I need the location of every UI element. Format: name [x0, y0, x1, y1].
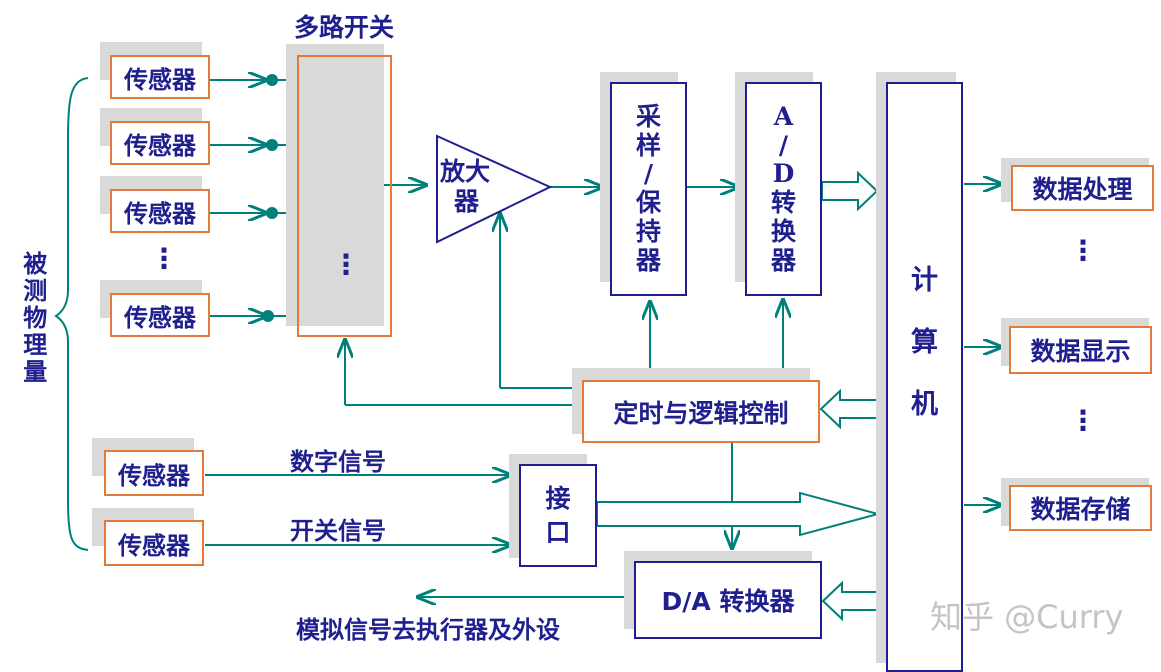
ad-char: 换 [770, 216, 796, 246]
ad-char: 转 [770, 188, 796, 217]
multiplexer-ellipsis: ⋮ [332, 248, 360, 281]
measured-quantity-text: 被测物理量 [18, 250, 47, 386]
computer-char: 机 [911, 389, 938, 420]
switch-signal-label: 开关信号 [290, 517, 386, 545]
output-ellipsis: ⋮ [1069, 404, 1097, 437]
computer-box [886, 82, 963, 672]
sample-hold-box: 采 样 / 保 持 器 [610, 82, 687, 296]
interface-box: 接 口 [519, 464, 597, 567]
sample-hold-char: 保 [635, 188, 661, 217]
sample-hold-char: / [643, 159, 654, 189]
timing-control-box: 定时与逻辑控制 [582, 380, 820, 443]
sensor-label: 传感器 [124, 303, 196, 332]
amplifier-shape [436, 134, 553, 244]
output-storage-box: 数据存储 [1009, 485, 1152, 531]
ad-char: 器 [770, 245, 796, 275]
sensor-box-3: 传感器 [110, 189, 210, 233]
sensor-box-2: 传感器 [110, 121, 210, 165]
output-label: 数据处理 [1032, 175, 1133, 204]
sample-hold-char: 采 [635, 101, 661, 131]
sample-hold-char: 持 [635, 216, 661, 246]
output-ellipsis: ⋮ [1069, 234, 1097, 267]
timing-control-label: 定时与逻辑控制 [613, 398, 789, 428]
ad-to-computer-arrow [821, 170, 879, 212]
sample-hold-char: 器 [635, 245, 661, 275]
sensor-label: 传感器 [124, 65, 196, 94]
amplifier-line2: 器 [454, 187, 480, 216]
output-label: 数据显示 [1030, 337, 1131, 366]
measured-quantity-brace [54, 77, 89, 551]
da-converter-box: D/A 转换器 [634, 561, 822, 639]
computer-to-da-arrow [821, 580, 878, 622]
sensor-label: 传感器 [124, 131, 196, 160]
sensor-label: 传感器 [124, 199, 196, 228]
sensor-box-4: 传感器 [110, 293, 210, 337]
digital-signal-label: 数字信号 [290, 448, 386, 476]
sensor-box-6: 传感器 [104, 520, 204, 566]
sensor-label: 传感器 [118, 461, 190, 490]
sample-hold-char: 样 [635, 130, 661, 160]
ad-char: / [778, 130, 789, 160]
interface-to-computer-arrow [596, 491, 882, 537]
multiplexer-box [297, 55, 392, 337]
sensor-label: 传感器 [118, 531, 190, 560]
ad-char: D [772, 159, 795, 189]
output-display-box: 数据显示 [1009, 326, 1152, 374]
measured-quantity-label: 被测物理量 [15, 238, 49, 398]
watermark: 知乎 @Curry [930, 598, 1124, 636]
interface-char: 口 [545, 517, 571, 547]
multiplexer-title: 多路开关 [294, 13, 395, 42]
ad-char: A [773, 101, 794, 131]
interface-char: 接 [545, 483, 571, 513]
analog-output-label: 模拟信号去执行器及外设 [296, 616, 560, 644]
computer-char: 算 [911, 327, 938, 358]
ad-converter-box: A / D 转 换 器 [745, 82, 822, 296]
computer-label: 计 算 机 [886, 258, 963, 428]
computer-char: 计 [911, 265, 938, 296]
amplifier-line1: 放大 [440, 157, 491, 186]
da-converter-label: D/A 转换器 [661, 587, 795, 616]
output-processing-box: 数据处理 [1011, 165, 1154, 211]
amplifier-label: 放大 器 [440, 157, 490, 217]
computer-to-timing-arrow [819, 388, 878, 430]
sensor-ellipsis: ⋮ [150, 242, 178, 275]
sensor-box-5: 传感器 [104, 450, 204, 496]
sensor-box-1: 传感器 [110, 55, 210, 99]
output-label: 数据存储 [1030, 495, 1131, 524]
